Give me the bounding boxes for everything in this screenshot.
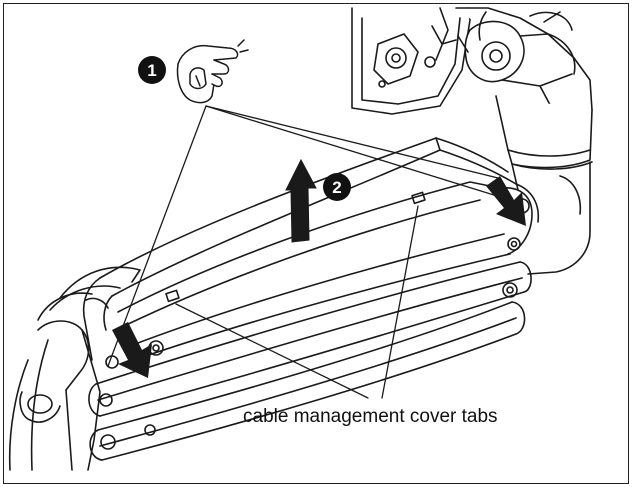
monitor-mount-plate [351, 7, 471, 115]
lower-links [88, 261, 532, 461]
upper-arm-body [82, 137, 540, 361]
step-2-number: 2 [332, 178, 341, 197]
hand-icon [176, 39, 249, 104]
leader-lines [107, 105, 511, 399]
caption-cable-management-cover-tabs: cable management cover tabs [243, 406, 498, 427]
down-arrow-icon [112, 176, 526, 378]
cable-cover-tab-left [165, 289, 180, 303]
step-1-badge: 1 [138, 56, 166, 84]
cable-cover-tab-right [411, 191, 426, 205]
step-1-number: 1 [147, 61, 156, 80]
down-arrow-left [112, 322, 152, 378]
swivel-column [495, 95, 593, 275]
step-2-badge: 2 [323, 173, 351, 201]
base-joint [8, 266, 141, 471]
cable-cover-tabs [165, 191, 426, 303]
down-arrow-right [486, 176, 526, 226]
up-arrow-icon [285, 158, 317, 243]
tilt-joint [431, 7, 593, 117]
